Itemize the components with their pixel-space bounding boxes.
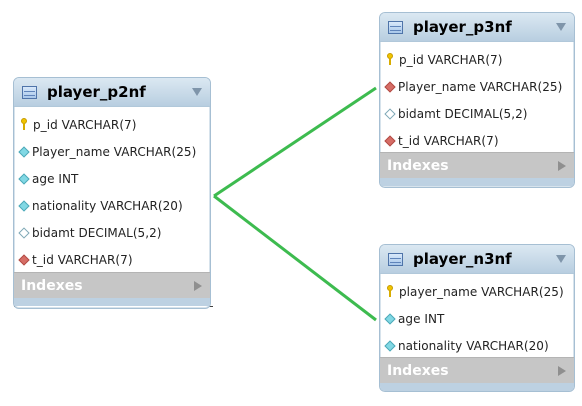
table-player-p3nf[interactable]: player_p3nf p_id VARCHAR(7) Player_name … xyxy=(379,12,575,188)
diamond-icon xyxy=(18,226,30,239)
field-label: nationality VARCHAR(20) xyxy=(398,338,549,353)
indexes-row[interactable]: Indexes xyxy=(380,357,574,383)
field-label: Player_name VARCHAR(25) xyxy=(32,144,197,159)
field-label: player_name VARCHAR(25) xyxy=(399,284,564,299)
table-icon xyxy=(388,252,403,266)
key-icon xyxy=(386,53,395,66)
diamond-icon xyxy=(384,80,396,93)
table-title: player_n3nf xyxy=(413,250,512,268)
field-label: nationality VARCHAR(20) xyxy=(32,198,183,213)
diamond-icon xyxy=(384,134,396,147)
field-row[interactable]: age INT xyxy=(14,165,210,192)
field-row[interactable]: Player_name VARCHAR(25) xyxy=(380,73,574,100)
table-footer-band xyxy=(14,298,210,306)
chevron-down-icon[interactable] xyxy=(192,88,202,96)
chevron-right-icon[interactable] xyxy=(194,280,202,291)
field-row[interactable]: p_id VARCHAR(7) xyxy=(380,46,574,73)
indexes-label: Indexes xyxy=(387,362,449,379)
field-label: t_id VARCHAR(7) xyxy=(398,133,499,148)
table-title: player_p2nf xyxy=(47,83,146,101)
chevron-right-icon[interactable] xyxy=(558,160,566,171)
field-row[interactable]: age INT xyxy=(380,305,574,332)
field-list: player_name VARCHAR(25) age INT national… xyxy=(380,274,574,359)
chevron-right-icon[interactable] xyxy=(558,365,566,376)
indexes-label: Indexes xyxy=(387,157,449,174)
field-label: Player_name VARCHAR(25) xyxy=(398,79,563,94)
chevron-down-icon[interactable] xyxy=(556,255,566,263)
field-row[interactable]: nationality VARCHAR(20) xyxy=(14,192,210,219)
field-row[interactable]: p_id VARCHAR(7) xyxy=(14,111,210,138)
diamond-icon xyxy=(384,339,396,352)
diamond-icon xyxy=(18,172,30,185)
table-player-p2nf[interactable]: player_p2nf p_id VARCHAR(7) Player_name … xyxy=(13,77,211,309)
indexes-row[interactable]: Indexes xyxy=(14,272,210,298)
field-label: bidamt DECIMAL(5,2) xyxy=(32,225,162,240)
field-row[interactable]: Player_name VARCHAR(25) xyxy=(14,138,210,165)
field-list: p_id VARCHAR(7) Player_name VARCHAR(25) … xyxy=(380,42,574,154)
field-row[interactable]: player_name VARCHAR(25) xyxy=(380,278,574,305)
chevron-down-icon[interactable] xyxy=(556,23,566,31)
table-header[interactable]: player_p3nf xyxy=(380,13,574,42)
field-row[interactable]: bidamt DECIMAL(5,2) xyxy=(14,219,210,246)
indexes-row[interactable]: Indexes xyxy=(380,152,574,178)
relationship-line-lower xyxy=(213,194,377,322)
diamond-icon xyxy=(18,199,30,212)
table-header[interactable]: player_n3nf xyxy=(380,245,574,274)
table-title: player_p3nf xyxy=(413,18,512,36)
field-label: p_id VARCHAR(7) xyxy=(399,52,503,67)
table-player-n3nf[interactable]: player_n3nf player_name VARCHAR(25) age … xyxy=(379,244,575,392)
key-icon xyxy=(20,118,29,131)
table-icon xyxy=(388,20,403,34)
field-row[interactable]: t_id VARCHAR(7) xyxy=(380,127,574,154)
relationship-line-upper xyxy=(213,86,377,198)
table-footer-band xyxy=(380,383,574,391)
diamond-icon xyxy=(18,145,30,158)
field-row[interactable]: bidamt DECIMAL(5,2) xyxy=(380,100,574,127)
diamond-icon xyxy=(384,312,396,325)
field-row[interactable]: t_id VARCHAR(7) xyxy=(14,246,210,273)
field-label: age INT xyxy=(398,311,445,326)
key-icon xyxy=(386,285,395,298)
table-icon xyxy=(22,85,37,99)
field-label: age INT xyxy=(32,171,79,186)
table-footer-band xyxy=(380,178,574,186)
field-list: p_id VARCHAR(7) Player_name VARCHAR(25) … xyxy=(14,107,210,273)
field-label: t_id VARCHAR(7) xyxy=(32,252,133,267)
field-label: bidamt DECIMAL(5,2) xyxy=(398,106,528,121)
field-row[interactable]: nationality VARCHAR(20) xyxy=(380,332,574,359)
diamond-icon xyxy=(18,253,30,266)
field-label: p_id VARCHAR(7) xyxy=(33,117,137,132)
table-header[interactable]: player_p2nf xyxy=(14,78,210,107)
indexes-label: Indexes xyxy=(21,277,83,294)
diamond-icon xyxy=(384,107,396,120)
